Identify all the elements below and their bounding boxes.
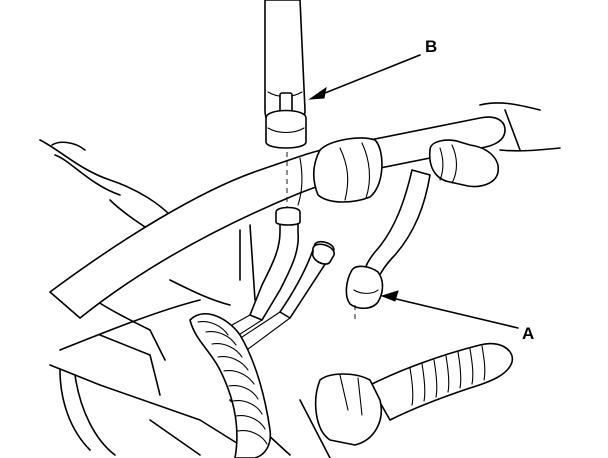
callout-b-label: B	[425, 37, 437, 56]
corrugated-hose-left	[189, 313, 272, 458]
main-pipe	[49, 116, 506, 319]
leader-b	[308, 54, 421, 100]
upper-hose-b	[264, 0, 307, 248]
corrugated-hose-right	[299, 343, 514, 458]
leader-a	[380, 290, 519, 329]
hose-a	[345, 169, 431, 320]
callout-a-label: A	[522, 324, 534, 343]
pipe-end-cap	[428, 139, 499, 188]
